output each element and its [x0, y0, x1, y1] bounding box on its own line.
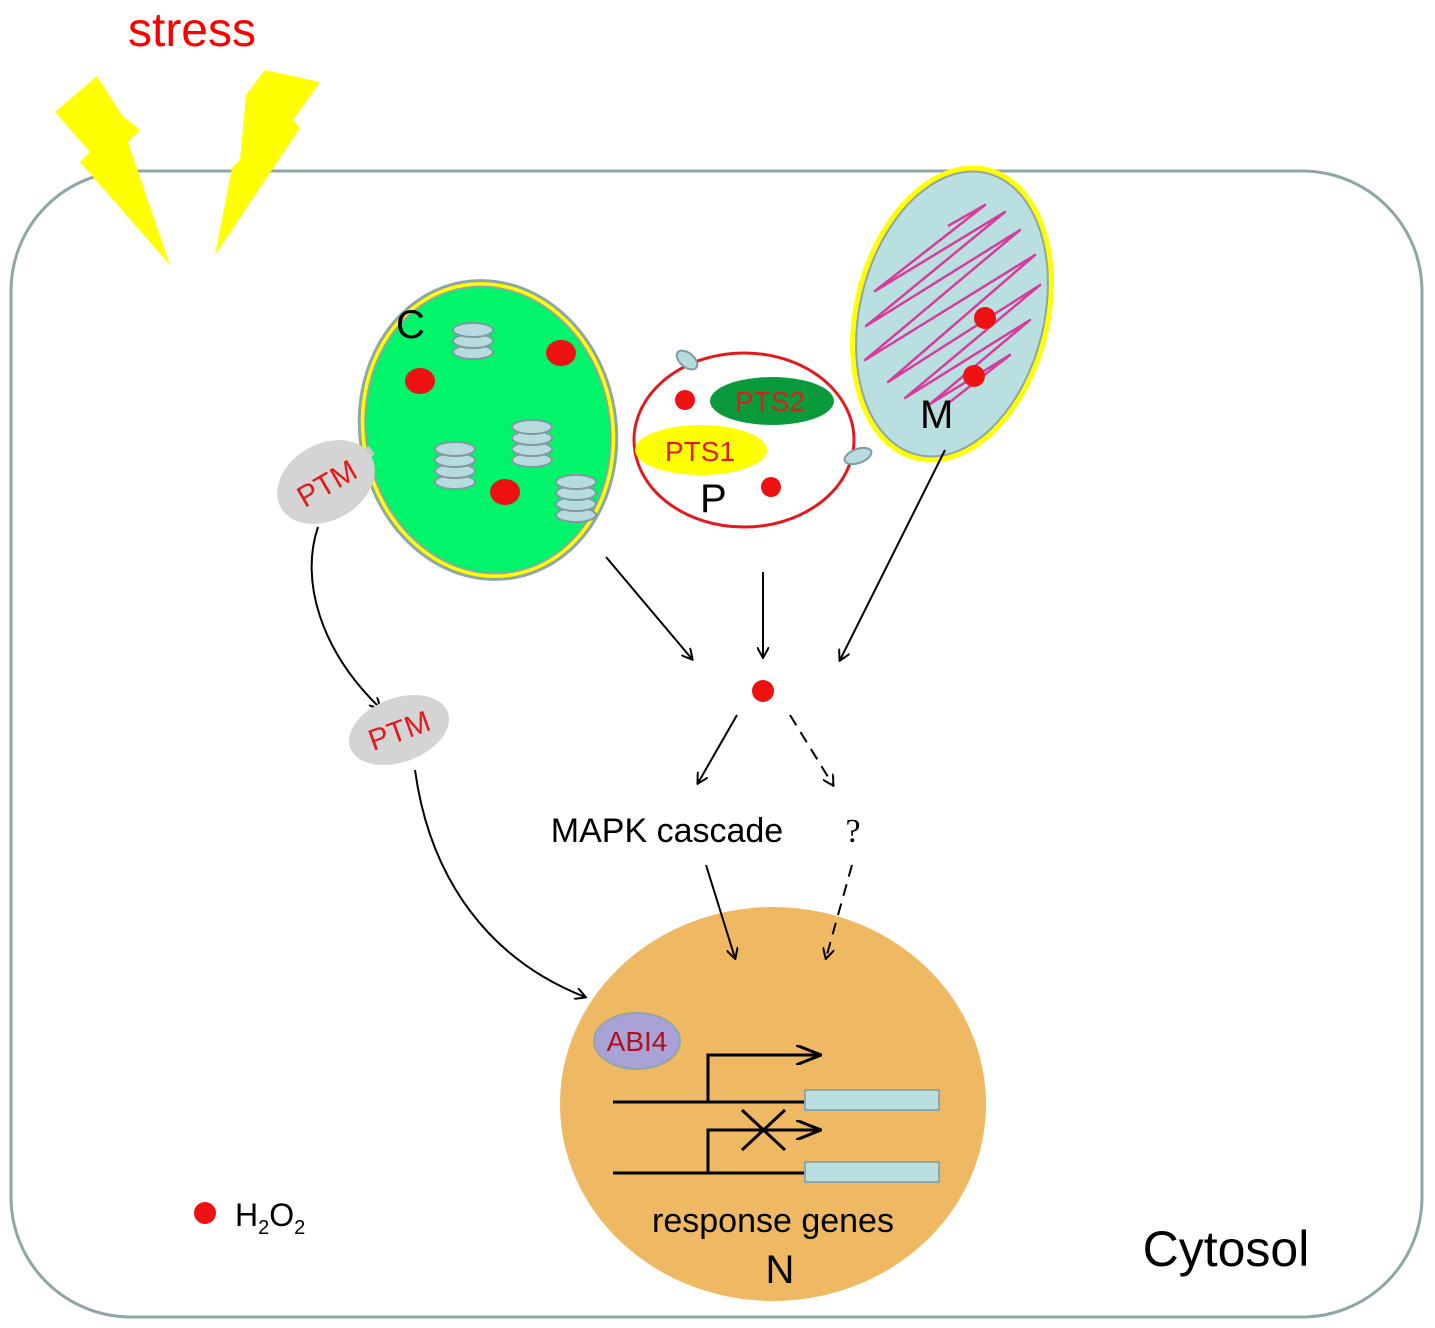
legend-h2o2-dot — [194, 1202, 216, 1224]
gene-coding-box — [804, 1089, 940, 1111]
arrow-chloroplast-to-h2o2 — [605, 556, 692, 659]
arrow-unknown-to-nucleus — [826, 864, 853, 958]
transcription-start-arrow — [706, 1055, 820, 1102]
stress-label: stress — [128, 4, 256, 57]
arrow-ptm-to-nucleus — [414, 769, 585, 997]
cytosolic-h2o2-dot — [752, 680, 774, 702]
cell-membrane — [9, 169, 1424, 1319]
arrow-h2o2-to-mapk — [698, 714, 738, 783]
transcription-start-arrow — [706, 1130, 820, 1173]
h2o2-dot — [675, 390, 695, 410]
h2o2-dot — [974, 307, 996, 329]
abi4-label: ABI4 — [607, 1026, 668, 1057]
thylakoid-stack — [452, 322, 494, 360]
legend-sub2: 2 — [294, 1217, 305, 1239]
thylakoid-stack — [511, 419, 553, 468]
peroxisome: PTS2 PTS1 P — [632, 349, 873, 529]
arrow-h2o2-to-unknown — [789, 714, 833, 785]
cytosol-label: Cytosol — [1143, 1221, 1310, 1277]
thylakoid-stack — [434, 441, 476, 490]
lightning-bolt-right — [215, 70, 320, 255]
arrow-mitochondrion-to-h2o2 — [840, 449, 946, 660]
chloroplast-label: C — [396, 303, 425, 347]
h2o2-dot — [546, 340, 576, 366]
unknown-pathway-label: ? — [845, 813, 860, 850]
mapk-cascade-label: MAPK cascade — [551, 812, 783, 850]
lightning-bolt-left — [55, 76, 170, 265]
h2o2-dot — [490, 479, 520, 505]
ptm-mid: PTM — [348, 695, 450, 765]
h2o2-dot — [761, 477, 781, 497]
response-genes-label: response genes — [652, 1202, 894, 1240]
legend: H2O2 — [194, 1197, 305, 1239]
nucleus-label: N — [766, 1248, 795, 1292]
pts2-protein — [710, 377, 834, 425]
membrane-vesicle — [843, 446, 873, 466]
chloroplast: C — [357, 279, 619, 581]
nucleus: ABI4 response genes N — [560, 907, 986, 1301]
legend-sub1: 2 — [258, 1217, 269, 1239]
legend-h: H — [235, 1197, 258, 1233]
arrow-mapk-to-nucleus — [705, 864, 735, 958]
pts1-protein — [635, 425, 767, 475]
pts2-label: PTS2 — [735, 386, 805, 417]
legend-h2o2-label: H2O2 — [235, 1197, 305, 1239]
gene-coding-box — [804, 1161, 940, 1183]
pts1-label: PTS1 — [665, 436, 735, 467]
membrane-vesicle — [675, 349, 699, 371]
repression-cross-icon — [740, 1108, 787, 1152]
ptm-top: PTM — [277, 440, 375, 524]
legend-o: O — [269, 1197, 294, 1233]
peroxisome-label: P — [700, 477, 727, 521]
abi4-protein — [593, 1012, 681, 1070]
mitochondrion: M — [850, 165, 1054, 463]
mitochondrion-label: M — [920, 393, 953, 437]
thylakoid-stack — [555, 474, 597, 523]
h2o2-dot — [405, 368, 435, 394]
arrow-ptm-top-to-mid — [310, 526, 380, 708]
h2o2-dot — [963, 365, 985, 387]
